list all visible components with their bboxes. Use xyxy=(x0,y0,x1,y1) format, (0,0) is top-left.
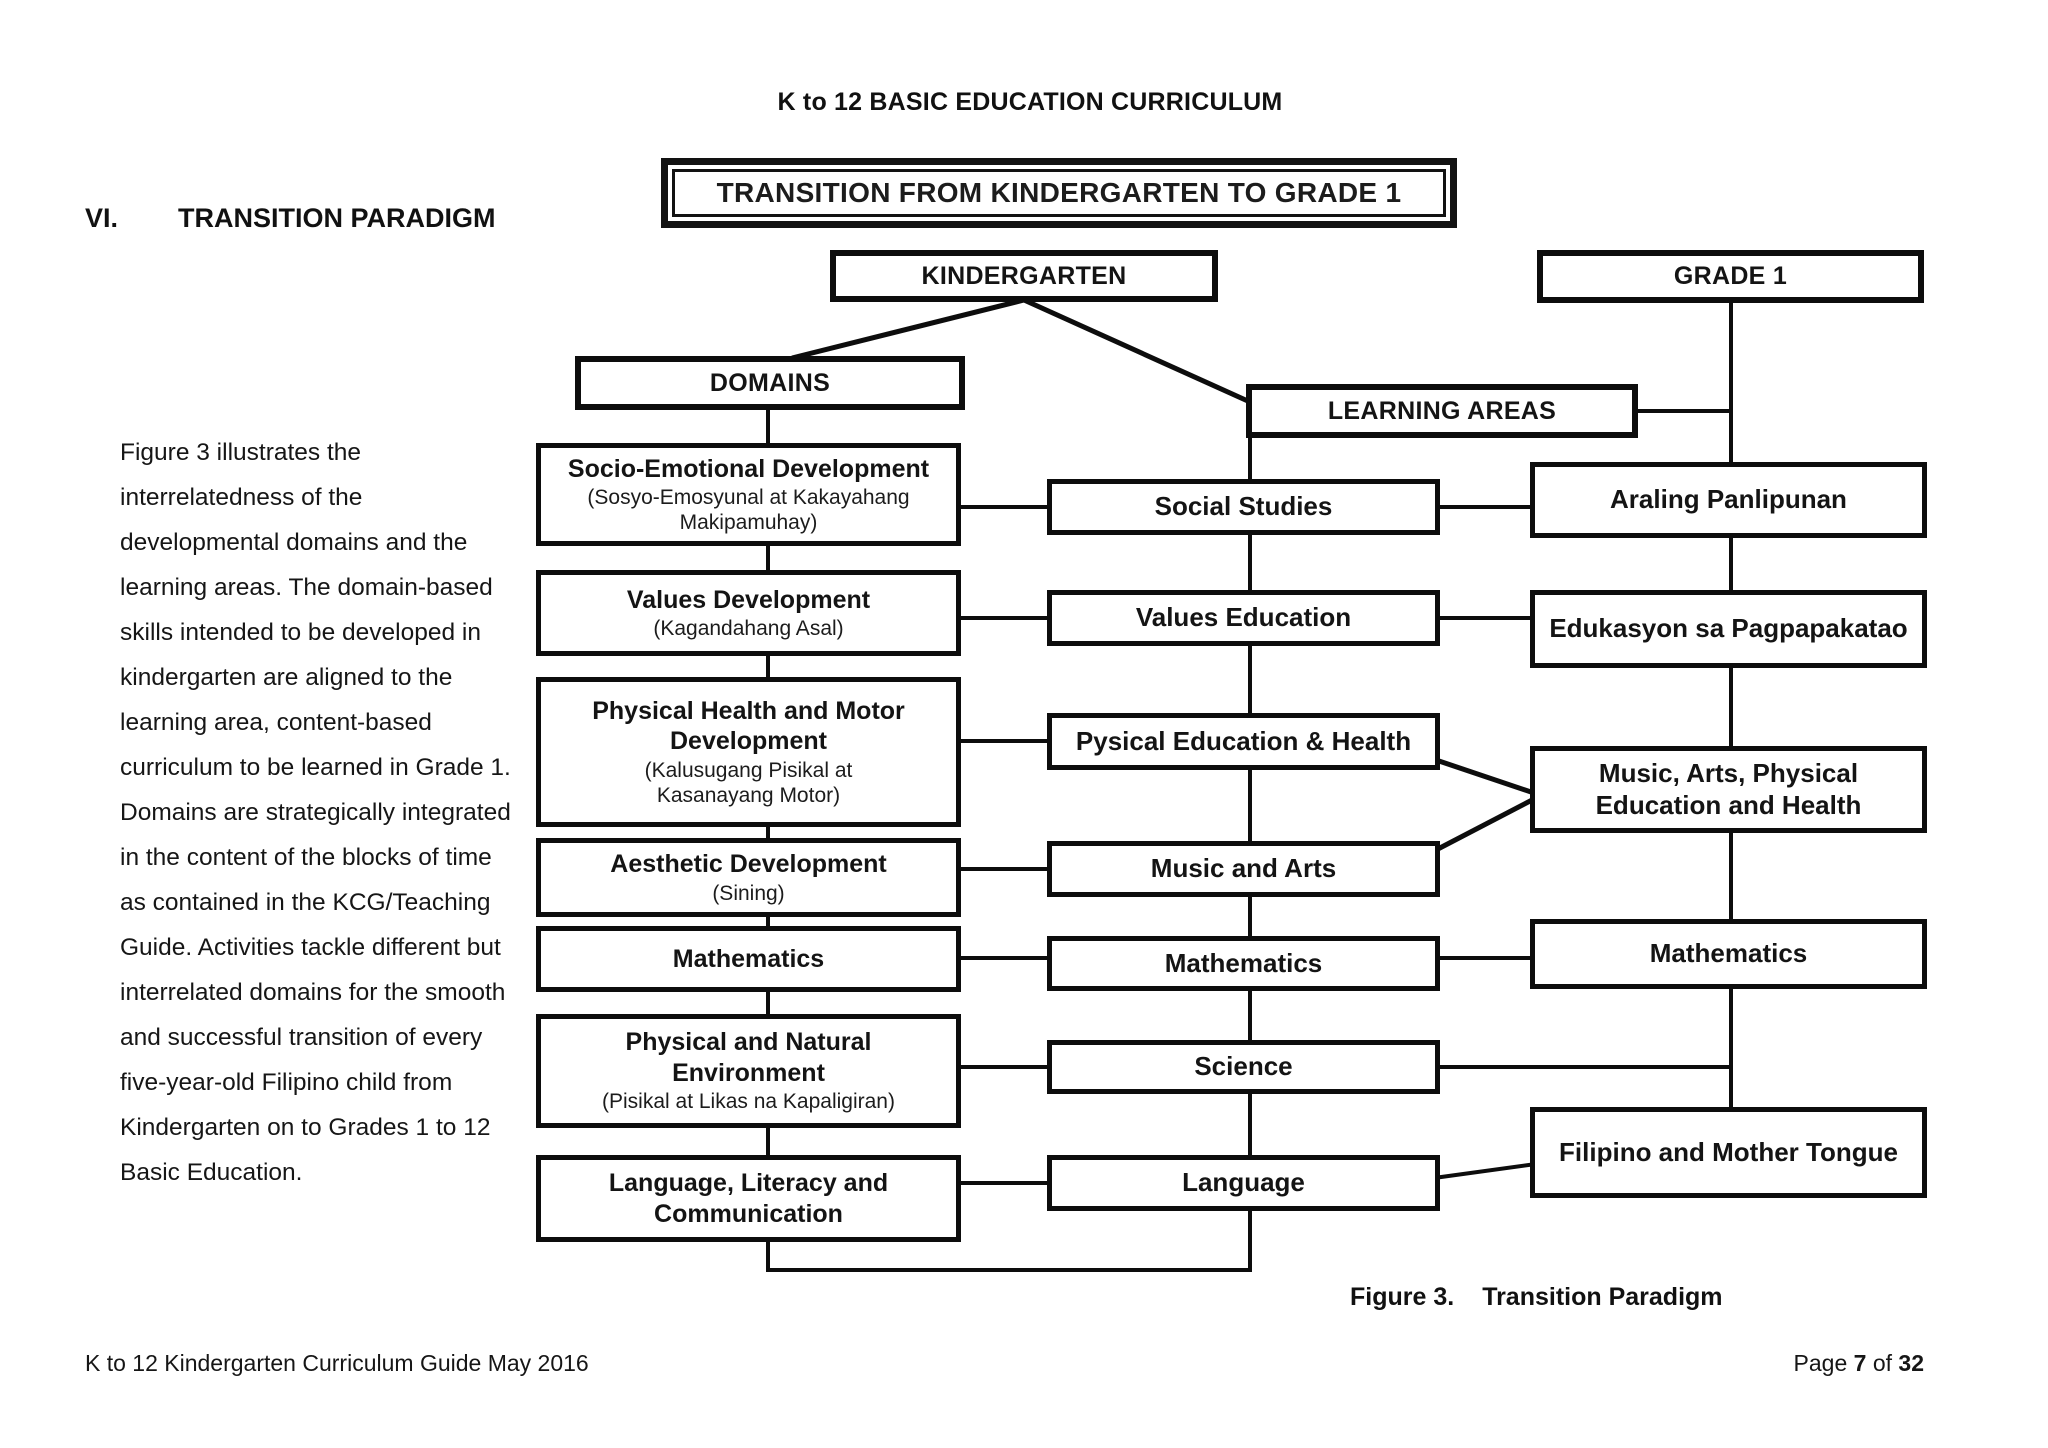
domain-title: Values Development xyxy=(626,585,871,614)
grade1-area-box-araling-panlipunan: Araling Panlipunan xyxy=(1530,462,1927,538)
grade1-area-box-mathematics: Mathematics xyxy=(1530,919,1927,989)
grade1-area-box-filipino-mother-tongue: Filipino and Mother Tongue xyxy=(1530,1107,1927,1198)
domain-title: Mathematics xyxy=(672,944,825,973)
learning-areas-box: LEARNING AREAS xyxy=(1246,384,1638,438)
domain-box-socio-emotional: Socio-Emotional Development (Sosyo-Emosy… xyxy=(536,443,961,546)
domain-subtitle: (Pisikal at Likas na Kapaligiran) xyxy=(602,1090,895,1114)
learning-area-label: Pysical Education & Health xyxy=(1075,725,1412,756)
learning-area-box-physical-education-health: Pysical Education & Health xyxy=(1047,713,1440,770)
domain-title: Physical and Natural Environment xyxy=(625,1028,872,1087)
domain-subtitle: (Sining) xyxy=(712,881,785,905)
section-heading: VI. TRANSITION PARADIGM xyxy=(85,203,496,234)
domain-title: Socio-Emotional Development xyxy=(567,454,930,483)
domain-title: Aesthetic Development xyxy=(610,850,887,879)
learning-area-label: Science xyxy=(1194,1051,1293,1082)
grade1-label: GRADE 1 xyxy=(1673,262,1788,291)
domain-box-physical-natural-environment: Physical and Natural Environment (Pisika… xyxy=(536,1014,961,1128)
learning-area-box-language: Language xyxy=(1047,1155,1440,1211)
figure-caption-label: Figure 3. xyxy=(1350,1283,1455,1311)
section-number: VI. xyxy=(85,203,119,233)
kindergarten-label: KINDERGARTEN xyxy=(921,261,1127,290)
footer-page-word: Page xyxy=(1793,1350,1848,1376)
figure-caption-text: Transition Paradigm xyxy=(1482,1283,1723,1311)
grade1-area-label: Edukasyon sa Pagpapakatao xyxy=(1549,613,1908,644)
learning-area-label: Values Education xyxy=(1135,602,1352,633)
learning-area-box-science: Science xyxy=(1047,1040,1440,1094)
domain-title: Language, Literacy and Communication xyxy=(608,1169,889,1228)
domain-box-values: Values Development (Kagandahang Asal) xyxy=(536,570,961,656)
body-paragraph: Figure 3 illustrates the interrelatednes… xyxy=(120,439,511,1186)
learning-area-box-music-and-arts: Music and Arts xyxy=(1047,841,1440,897)
footer-document-name: K to 12 Kindergarten Curriculum Guide Ma… xyxy=(85,1350,589,1376)
kindergarten-box: KINDERGARTEN xyxy=(830,250,1218,302)
domain-subtitle: (Sosyo-Emosyunal at Kakayahang Makipamuh… xyxy=(587,486,910,535)
grade1-box: GRADE 1 xyxy=(1537,250,1924,303)
grade1-area-label: Araling Panlipunan xyxy=(1610,484,1847,515)
domain-subtitle: (Kagandahang Asal) xyxy=(653,617,844,641)
learning-area-box-values-education: Values Education xyxy=(1047,590,1440,646)
figure-caption: Figure 3. Transition Paradigm xyxy=(1350,1283,1723,1312)
document-title: K to 12 BASIC EDUCATION CURRICULUM xyxy=(777,88,1283,116)
domains-label: DOMAINS xyxy=(709,368,831,397)
footer-page-total: 32 xyxy=(1898,1350,1924,1376)
learning-area-label: Social Studies xyxy=(1154,491,1333,522)
domain-box-aesthetic: Aesthetic Development (Sining) xyxy=(536,838,961,917)
banner-title: TRANSITION FROM KINDERGARTEN TO GRADE 1 xyxy=(672,169,1446,217)
domain-box-physical-health: Physical Health and Motor Development (K… xyxy=(536,677,961,827)
domain-box-mathematics: Mathematics xyxy=(536,926,961,992)
footer-page-number: 7 xyxy=(1853,1350,1867,1376)
domain-subtitle: (Kalusugang Pisikal at Kasanayang Motor) xyxy=(644,758,853,807)
grade1-area-label: Mathematics xyxy=(1649,938,1808,969)
grade1-area-box-mapeh: Music, Arts, Physical Education and Heal… xyxy=(1530,746,1927,833)
grade1-area-box-edukasyon-sa-pagpapakatao: Edukasyon sa Pagpapakatao xyxy=(1530,590,1927,668)
footer-of-word: of xyxy=(1872,1350,1893,1376)
section-title: TRANSITION PARADIGM xyxy=(178,203,496,233)
domain-title: Physical Health and Motor Development xyxy=(592,696,905,756)
learning-area-label: Mathematics xyxy=(1164,947,1323,978)
domain-box-language-literacy: Language, Literacy and Communication xyxy=(536,1155,961,1242)
grade1-area-label: Music, Arts, Physical Education and Heal… xyxy=(1595,757,1862,820)
learning-area-box-social-studies: Social Studies xyxy=(1047,479,1440,535)
learning-area-label: Language xyxy=(1182,1167,1305,1198)
learning-area-box-mathematics: Mathematics xyxy=(1047,936,1440,991)
grade1-area-label: Filipino and Mother Tongue xyxy=(1559,1136,1898,1167)
learning-area-label: Music and Arts xyxy=(1150,853,1337,884)
banner-box: TRANSITION FROM KINDERGARTEN TO GRADE 1 xyxy=(661,158,1457,228)
learning-areas-label: LEARNING AREAS xyxy=(1327,396,1557,425)
domains-box: DOMAINS xyxy=(575,356,965,410)
footer-page-indicator: Page 7 of 32 xyxy=(1794,1350,1924,1377)
